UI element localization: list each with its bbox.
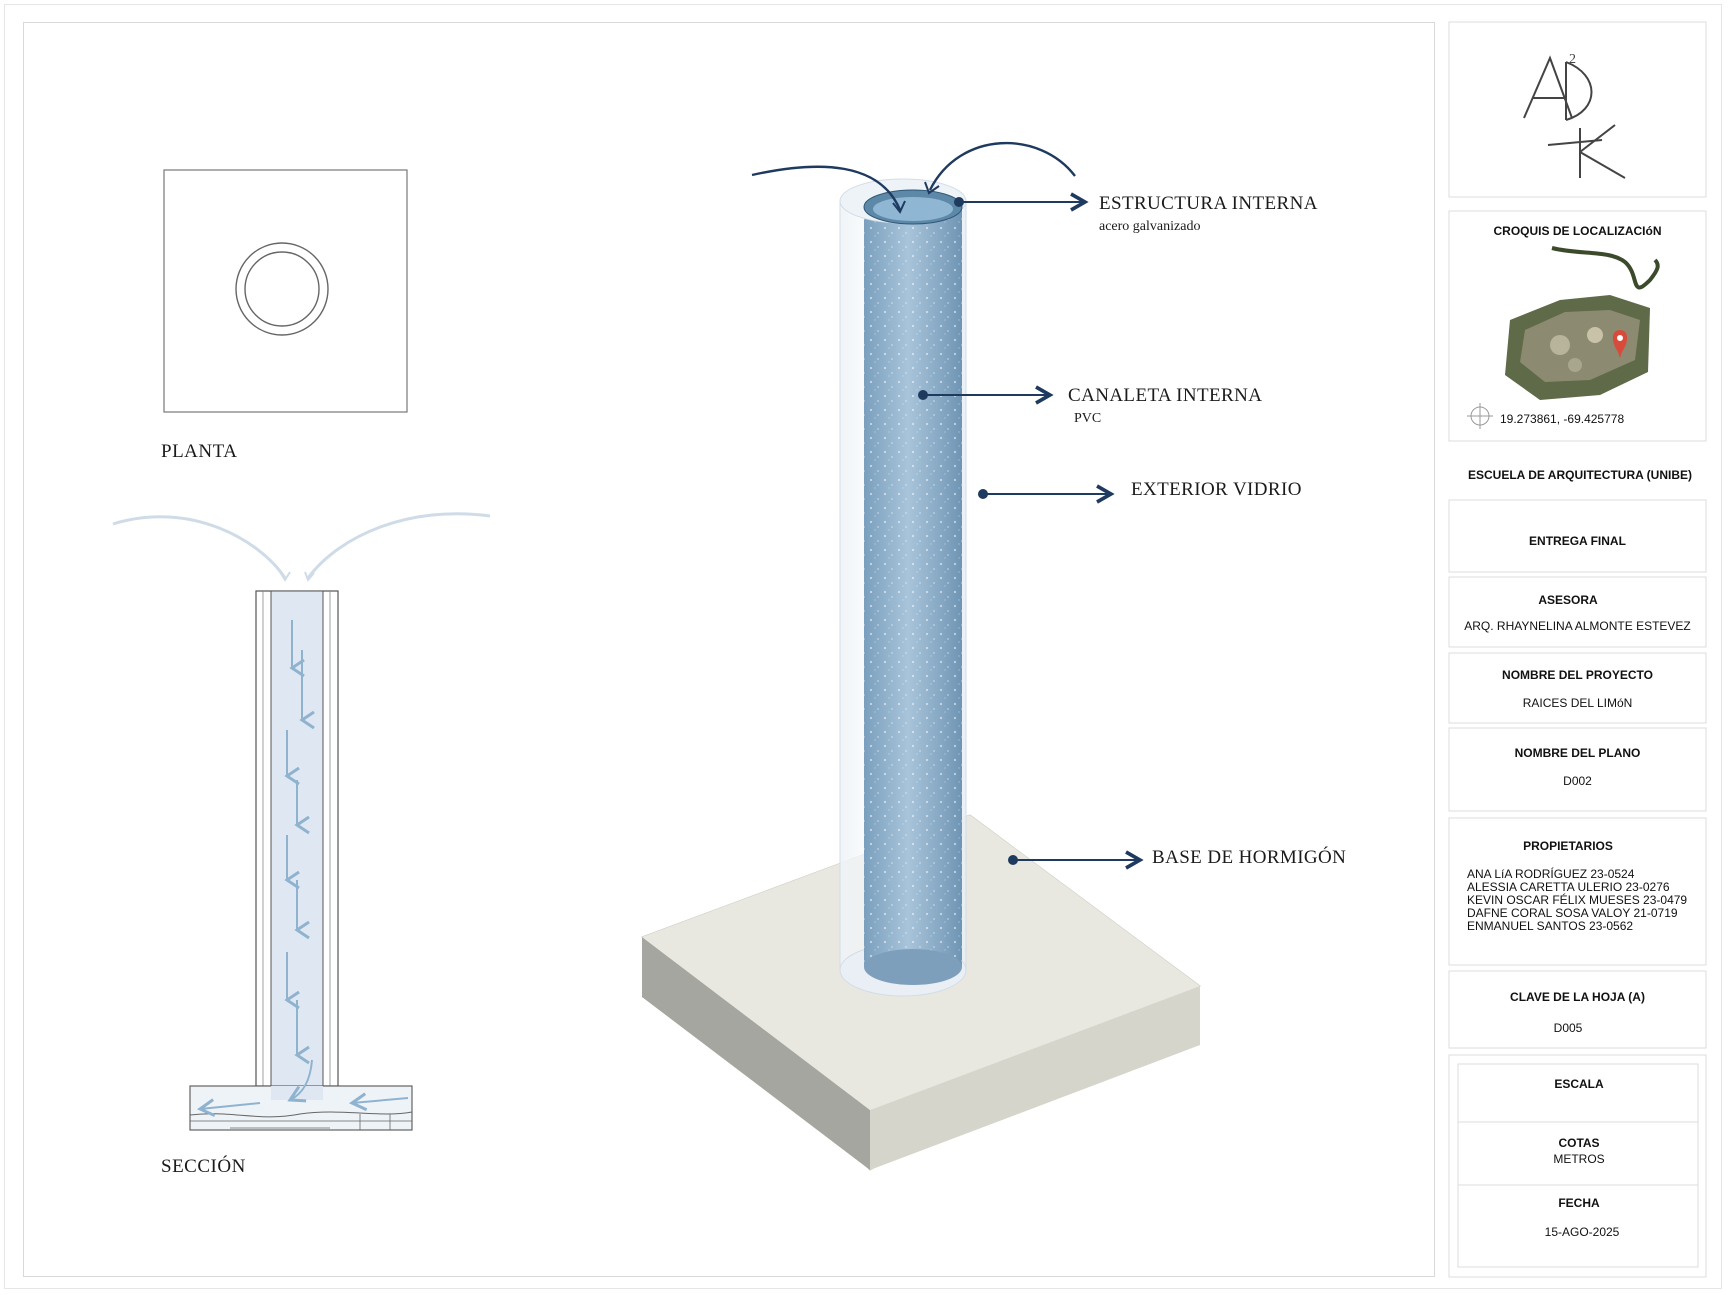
project-title: NOMBRE DEL PROYECTO: [1502, 668, 1653, 682]
project-value: RAICES DEL LIMóN: [1522, 696, 1633, 710]
date-title: FECHA: [1558, 1196, 1600, 1210]
callout-base-label: BASE DE HORMIGÓN: [1152, 847, 1347, 868]
callout-estructura-label: ESTRUCTURA INTERNA: [1099, 193, 1318, 214]
plan-view: [163, 169, 408, 413]
sheet-key-title: CLAVE DE LA HOJA (A): [1510, 990, 1645, 1004]
callout-canaleta-sub: PVC: [1074, 411, 1102, 426]
isometric-column: [641, 141, 1201, 1171]
callout-canaleta-interna: CANALETA INTERNA PVC: [1068, 385, 1262, 427]
callout-leaders: [918, 192, 1144, 870]
advisor-value: ARQ. RHAYNELINA ALMONTE ESTEVEZ: [1464, 619, 1691, 633]
owner-item: KEVIN OSCAR FÉLIX MUESES 23-0479: [1467, 893, 1688, 907]
location-map: [1467, 246, 1660, 429]
plan-name-value: D002: [1563, 774, 1592, 788]
dimensions-value: METROS: [1553, 1152, 1605, 1166]
callout-exterior-vidrio: EXTERIOR VIDRIO: [1131, 479, 1302, 501]
section-view: [112, 512, 491, 1131]
scale-title: ESCALA: [1554, 1077, 1604, 1091]
dimensions-title: COTAS: [1558, 1136, 1600, 1150]
delivery-title: ENTREGA FINAL: [1529, 534, 1626, 548]
owner-item: ENMANUEL SANTOS 23-0562: [1467, 919, 1634, 933]
callout-vidrio-label: EXTERIOR VIDRIO: [1131, 479, 1302, 500]
plan-name-title: NOMBRE DEL PLANO: [1514, 746, 1641, 760]
owners-title: PROPIETARIOS: [1523, 839, 1613, 853]
owner-item: DAFNE CORAL SOSA VALOY 21-0719: [1467, 906, 1678, 920]
title-block-frame: [1448, 21, 1707, 1278]
drawing-frame: [23, 22, 1435, 1277]
sheet-key-value: D005: [1553, 1021, 1583, 1035]
owner-item: ALESSIA CARETTA ULERIO 23-0276: [1467, 880, 1670, 894]
owners-list: ANA LíA RODRÍGUEZ 23-0524 ALESSIA CARETT…: [1467, 868, 1687, 933]
location-coordinates: 19.273861, -69.425778: [1500, 412, 1625, 426]
location-title: CROQUIS DE LOCALIZACIóN: [1493, 224, 1662, 238]
date-value: 15-AGO-2025: [1544, 1225, 1620, 1239]
drawing-sheet: [4, 4, 1722, 1289]
callout-estructura-interna: ESTRUCTURA INTERNA acero galvanizado: [1099, 193, 1318, 235]
logo-mark: [1523, 55, 1626, 179]
callout-base-hormigon: BASE DE HORMIGÓN: [1152, 847, 1346, 869]
logo-superscript: 2: [1569, 52, 1576, 67]
callout-estructura-sub: acero galvanizado: [1099, 219, 1201, 234]
plan-view-label: PLANTA: [161, 441, 238, 462]
advisor-title: ASESORA: [1538, 593, 1598, 607]
owner-item: ANA LíA RODRÍGUEZ 23-0524: [1467, 867, 1635, 881]
section-view-label: SECCIÓN: [161, 1156, 246, 1177]
callout-canaleta-label: CANALETA INTERNA: [1068, 385, 1263, 406]
school-name: ESCUELA DE ARQUITECTURA (UNIBE): [1468, 468, 1692, 482]
